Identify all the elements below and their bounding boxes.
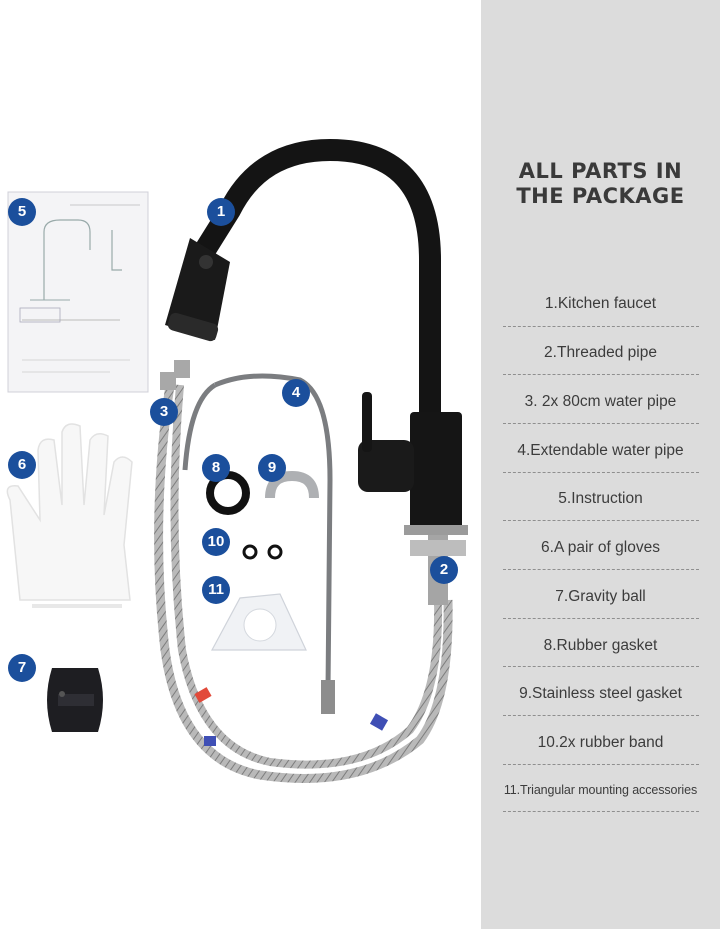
rubber-bands [242,544,283,560]
part-item-9: 9.Stainless steel gasket [519,685,682,702]
badge-6: 6 [8,451,36,479]
triangular-mount [210,593,307,651]
part-divider [503,811,699,812]
badge-8: 8 [202,454,230,482]
faucet [165,138,468,605]
badge-3: 3 [150,398,178,426]
part-item-3: 3. 2x 80cm water pipe [524,393,677,410]
part-divider [503,618,699,619]
part-item-2: 2.Threaded pipe [544,344,657,361]
part-divider [503,666,699,667]
badge-1: 1 [207,198,235,226]
part-divider [503,569,699,570]
part-divider [503,715,699,716]
part-item-8: 8.Rubber gasket [543,637,658,654]
part-item-6: 6.A pair of gloves [541,539,660,556]
part-divider [503,423,699,424]
badge-4: 4 [282,379,310,407]
instruction-sheet [7,191,149,393]
part-divider [503,764,699,765]
badge-5: 5 [8,198,36,226]
gravity-ball [47,668,103,732]
part-divider [503,472,699,473]
product-photo: 1 2 3 4 5 6 7 8 9 10 11 [6,138,468,783]
badge-7: 7 [8,654,36,682]
steel-gasket [265,470,319,499]
part-divider [503,374,699,375]
part-item-1: 1.Kitchen faucet [544,295,657,312]
part-item-5: 5.Instruction [558,490,643,507]
part-divider [503,326,699,327]
part-divider [503,520,699,521]
gloves [6,423,133,608]
package-illustration [6,138,468,783]
badge-2: 2 [430,556,458,584]
parts-panel: ALL PARTS IN THE PACKAGE 1.Kitchen fauce… [481,0,720,929]
part-item-10: 10.2x rubber band [537,734,664,751]
panel-title-line1: ALL PARTS IN [518,159,683,183]
part-item-7: 7.Gravity ball [555,588,646,605]
braided-hoses [154,360,453,783]
part-item-4: 4.Extendable water pipe [517,442,684,459]
badge-9: 9 [258,454,286,482]
badge-11: 11 [202,576,230,604]
part-item-11: 11.Triangular mounting accessories [503,783,698,797]
badge-10: 10 [202,528,230,556]
panel-title-line2: THE PACKAGE [516,184,685,208]
